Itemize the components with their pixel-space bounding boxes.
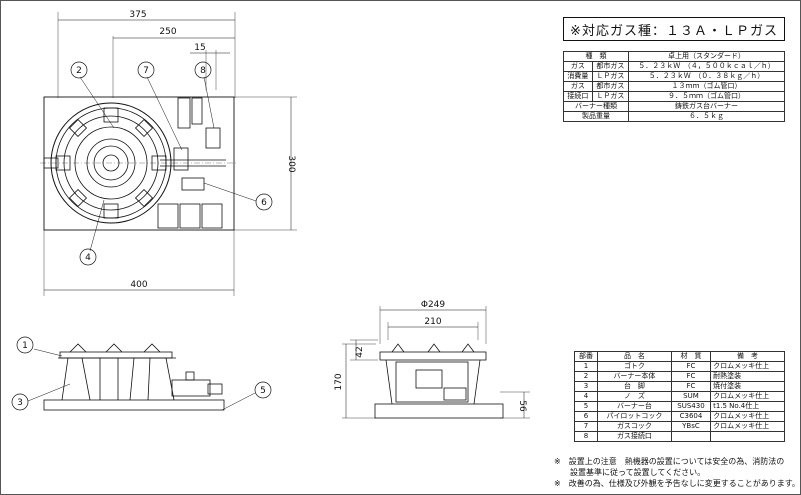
spec-cell: 接続口 xyxy=(563,91,593,102)
spec-row: 接続口 ＬＰガス ９．５ｍｍ（ゴム管口） xyxy=(563,91,785,102)
notes: ※ 設置上の注意 熱機器の設置については安全の為、消防法の 設置基準に従って設置… xyxy=(554,456,800,489)
parts-cell: バーナー台 xyxy=(597,401,672,412)
spec-cell: ５．２３ｋＷ （４，５００ｋｃａｌ／ｈ） xyxy=(628,61,785,72)
parts-header-notes: 備 考 xyxy=(710,351,785,362)
parts-cell: C3604 xyxy=(670,411,712,422)
spec-cell: ６．５ｋｇ xyxy=(628,111,785,122)
spec-row: ガス 都市ガス ５．２３ｋＷ （４，５００ｋｃａｌ／ｈ） xyxy=(563,61,785,72)
callout-4: 4 xyxy=(85,253,91,263)
top-view xyxy=(40,12,297,296)
callout-1: 1 xyxy=(22,341,28,351)
parts-cell: クロムメッキ仕上 xyxy=(710,361,785,372)
parts-cell: ガスコック xyxy=(597,421,672,432)
parts-cell: ノ ズ xyxy=(597,391,672,402)
dim-inner: 210 xyxy=(424,317,441,327)
spec-cell: 都市ガス xyxy=(591,81,630,92)
dim-width-total: 375 xyxy=(129,10,146,20)
parts-cell: バーナー本体 xyxy=(597,371,672,382)
parts-cell: 焼付塗装 xyxy=(710,381,785,392)
callout-2: 2 xyxy=(76,66,82,76)
spec-row: 消費量 ＬＰガス ５．２３ｋＷ （０．３８ｋｇ／ｈ） xyxy=(563,71,785,82)
spec-cell: ガス xyxy=(563,61,593,72)
dim-width-small: 15 xyxy=(194,43,205,53)
callout-5: 5 xyxy=(260,386,266,396)
parts-cell: クロムメッキ仕上 xyxy=(710,421,785,432)
spec-cell: ＬＰガス xyxy=(591,91,630,102)
parts-cell: 3 xyxy=(574,381,598,392)
spec-cell: ９．５ｍｍ（ゴム管口） xyxy=(628,91,785,102)
parts-cell: 台 脚 xyxy=(597,381,672,392)
spec-cell: 鋳鉄ガス台バーナー xyxy=(628,101,785,112)
spec-cell: 製品重量 xyxy=(562,111,630,122)
gas-type-title: ※対応ガス種：１３Ａ・ＬＰガス xyxy=(563,17,785,41)
parts-cell xyxy=(710,431,785,442)
spec-header-type: 種 類 xyxy=(562,51,630,62)
note-line: 設置基準に従って設置してください。 xyxy=(554,468,706,477)
callout-3: 3 xyxy=(17,398,23,408)
parts-cell: FC xyxy=(670,361,712,372)
spec-table: 種 類 卓上用（スタンダード） ガス 都市ガス ５．２３ｋＷ （４，５００ｋｃａ… xyxy=(562,51,785,122)
front-view xyxy=(11,336,272,411)
dim-height: 300 xyxy=(286,155,296,172)
spec-row: バーナー種類 鋳鉄ガス台バーナー xyxy=(562,101,785,112)
parts-header-no: 部番 xyxy=(574,351,598,362)
parts-cell: 8 xyxy=(574,431,598,442)
parts-cell: 5 xyxy=(574,401,598,412)
parts-cell: YBsC xyxy=(670,421,712,432)
spec-cell: ガス xyxy=(563,81,593,92)
parts-cell xyxy=(670,431,712,442)
dim-base-width: 400 xyxy=(130,280,147,290)
parts-header-material: 材 質 xyxy=(670,351,712,362)
side-view xyxy=(342,306,530,419)
spec-row: ガス 都市ガス １３ｍｍ（ゴム管口） xyxy=(563,81,785,92)
parts-cell: t1.5 No.4仕上 xyxy=(710,401,785,412)
note-line: ※ 設置上の注意 熱機器の設置については安全の為、消防法の xyxy=(554,457,785,466)
parts-cell: 4 xyxy=(574,391,598,402)
parts-cell: 6 xyxy=(574,411,598,422)
dim-h-base: 56 xyxy=(517,400,527,412)
parts-cell: 7 xyxy=(574,421,598,432)
callout-7: 7 xyxy=(143,66,149,76)
dim-diameter: Φ249 xyxy=(421,300,446,310)
spec-cell: １３ｍｍ（ゴム管口） xyxy=(628,81,785,92)
parts-header-row: 部番 品 名 材 質 備 考 xyxy=(574,351,785,362)
parts-cell: FC xyxy=(670,381,712,392)
dim-h-top: 42 xyxy=(355,346,365,357)
parts-cell: 2 xyxy=(574,371,598,382)
parts-cell: クロムメッキ仕上 xyxy=(710,391,785,402)
dim-h-total: 170 xyxy=(334,373,344,390)
parts-cell: SUM xyxy=(670,391,712,402)
parts-cell: パイロットコック xyxy=(597,411,672,422)
spec-row: 製品重量 ６．５ｋｇ xyxy=(562,111,785,122)
spec-cell: ５．２３ｋＷ （０．３８ｋｇ／ｈ） xyxy=(628,71,785,82)
parts-cell: 1 xyxy=(574,361,598,372)
spec-cell: ＬＰガス xyxy=(591,71,630,82)
parts-cell: ゴトク xyxy=(597,361,672,372)
parts-cell: 耐熱塗装 xyxy=(710,371,785,382)
spec-cell: バーナー種類 xyxy=(562,101,630,112)
parts-cell: ガス接続口 xyxy=(597,431,672,442)
note-line: ※ 改善の為、仕様及び外観を予告なしに変更することがあります。 xyxy=(554,479,800,488)
callout-6: 6 xyxy=(261,198,267,208)
spec-header-row: 種 類 卓上用（スタンダード） xyxy=(562,51,785,62)
spec-header-model: 卓上用（スタンダード） xyxy=(628,51,785,62)
callout-8: 8 xyxy=(200,66,206,76)
parts-cell: FC xyxy=(670,371,712,382)
dim-width-mid: 250 xyxy=(159,27,176,37)
parts-cell: クロムメッキ仕上 xyxy=(710,411,785,422)
parts-cell: SUS430 xyxy=(670,401,712,412)
spec-cell: 消費量 xyxy=(563,71,593,82)
spec-cell: 都市ガス xyxy=(591,61,630,72)
parts-header-name: 品 名 xyxy=(597,351,672,362)
